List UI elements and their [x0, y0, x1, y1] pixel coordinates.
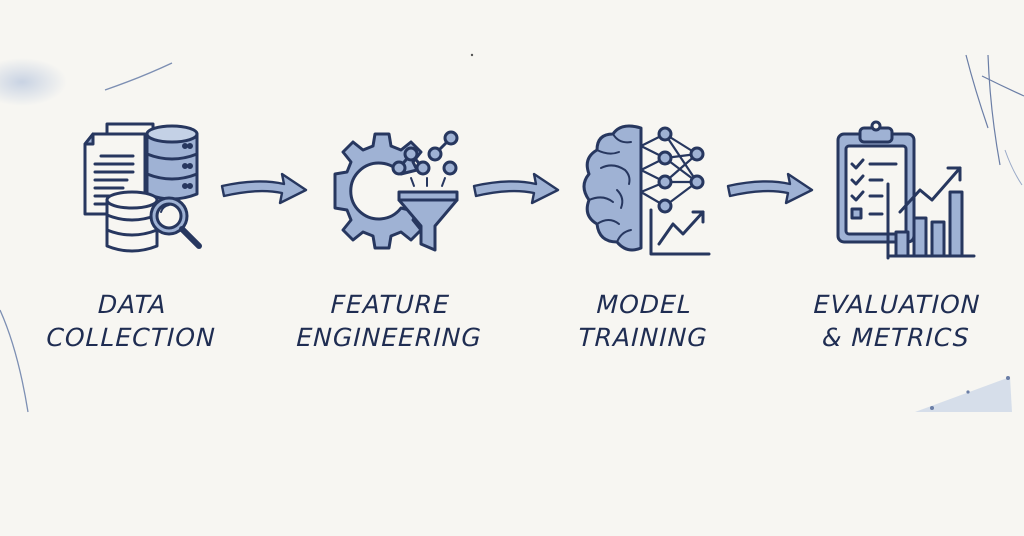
stage-label-line2: ENGINEERING [296, 323, 483, 352]
stage-label: FEATURE ENGINEERING [296, 288, 484, 354]
documents-database-magnifier-icon [83, 122, 202, 253]
arrow-right-icon [726, 172, 814, 205]
stage-label-line2: COLLECTION [46, 323, 217, 352]
stage-label-line2: & METRICS [821, 323, 970, 352]
stage-evaluation-metrics: EVALUATION & METRICS [796, 112, 996, 354]
stage-label: DATA COLLECTION [46, 288, 218, 354]
stage-label: EVALUATION & METRICS [811, 288, 981, 354]
stage-data-collection: DATA COLLECTION [32, 112, 232, 354]
arrow-right-icon [220, 172, 308, 205]
stage-feature-engineering: FEATURE ENGINEERING [290, 112, 490, 354]
stage-label-line1: DATA [97, 290, 168, 319]
stage-label-line1: EVALUATION [812, 290, 981, 319]
clipboard-checklist-bar-chart-icon [836, 120, 976, 260]
gear-funnel-nodes-icon [333, 130, 459, 252]
stage-label-line1: FEATURE [330, 290, 451, 319]
stage-model-training: MODEL TRAINING [544, 112, 744, 354]
stage-label: MODEL TRAINING [578, 288, 710, 354]
stage-label-line2: TRAINING [578, 323, 709, 352]
brain-neural-network-chart-icon [582, 124, 711, 256]
stage-label-line1: MODEL [596, 290, 693, 319]
arrow-right-icon [472, 172, 560, 205]
